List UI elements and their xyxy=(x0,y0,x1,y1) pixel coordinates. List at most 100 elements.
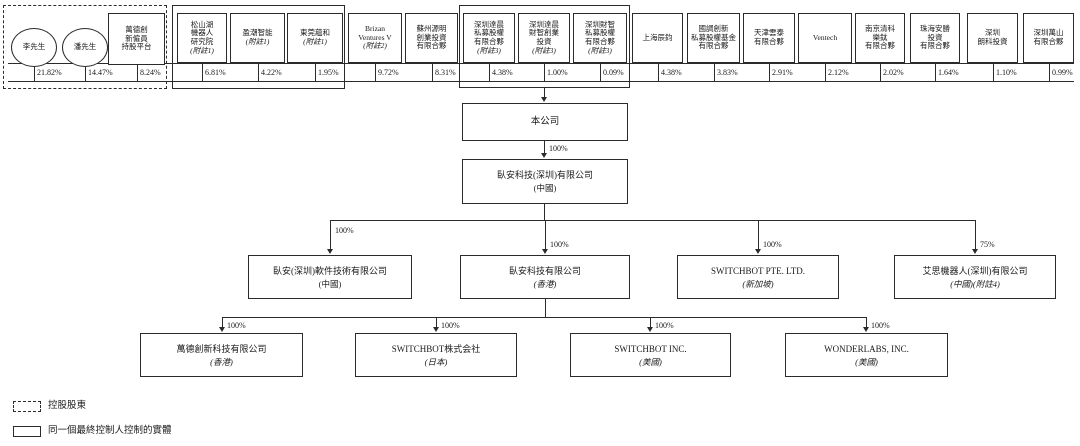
shareholder-name-line: Ventech xyxy=(812,32,838,42)
shareholder-node: 松山湖機器人研究院(附註1) xyxy=(177,13,227,63)
group-note1-entities-outline xyxy=(172,5,345,89)
percent-label: 100% xyxy=(441,321,460,330)
arrow-down-icon xyxy=(755,249,761,254)
shareholder-percent: 1.64% xyxy=(938,68,959,77)
entity-region: (新加坡) xyxy=(742,278,774,289)
shareholder-node: 東莞蘊和(附註1) xyxy=(287,13,343,63)
arrow-down-icon xyxy=(219,327,225,332)
shareholder-name-line: 朗科投資 xyxy=(977,37,1008,46)
shareholder-name-line: Brizan xyxy=(365,24,385,34)
entity-region: (香港) xyxy=(210,356,233,367)
entity-region: (中國) xyxy=(318,278,342,289)
shareholder-name-line: 天津雲泰 xyxy=(754,28,784,38)
entity-name: SWITCHBOT株式会社 xyxy=(391,343,481,354)
group-controlling-shareholders-outline xyxy=(3,5,167,89)
shareholder-name-line: 南京清科 xyxy=(865,24,895,34)
shareholder-name-line: 有限合夥 xyxy=(585,37,615,46)
entity-name: 艾思機器人(深圳)有限公司 xyxy=(922,265,1028,276)
percent-label: 75% xyxy=(980,240,995,249)
entity-name: 臥安科技有限公司 xyxy=(508,265,581,276)
ownership-line xyxy=(545,220,546,250)
ownership-line xyxy=(436,317,437,328)
shareholder-node: 深圳萬山有限合夥 xyxy=(1023,13,1074,63)
shareholder-name-line: (附註3) xyxy=(477,45,501,55)
shareholder-name-line: Ventures V xyxy=(358,32,392,42)
shareholder-name-line: 持股平台 xyxy=(121,42,152,52)
shareholder-name-line: 蘇州源明 xyxy=(416,24,447,34)
shareholder-node: 深圳朗科投資 xyxy=(967,13,1018,63)
arrow-down-icon xyxy=(647,327,653,332)
company-name: 本公司 xyxy=(530,116,560,127)
entity-name: WONDERLABS, INC. xyxy=(824,343,909,354)
group-note3-entities-outline xyxy=(459,5,630,88)
shareholder-name-line: (附註3) xyxy=(588,45,612,55)
shareholder-connector-stem xyxy=(85,67,86,82)
arrow-down-icon xyxy=(541,97,547,102)
ownership-line xyxy=(544,141,545,154)
shareholder-name-line: 深圳 xyxy=(985,28,1000,38)
entity-wonderlabs-inc-us: WONDERLABS, INC. (美國) xyxy=(785,333,948,377)
shareholder-name-line: 有限合夥 xyxy=(1033,37,1064,46)
arrow-down-icon xyxy=(863,327,869,332)
ownership-line xyxy=(758,220,759,250)
ownership-line xyxy=(975,220,976,250)
entity-region: (美國) xyxy=(639,356,662,367)
shareholder-name-line: 有限合夥 xyxy=(698,41,729,51)
shareholder-node: 珠海安勝投資有限合夥 xyxy=(910,13,960,63)
shareholder-node: 蘇州源明創業投資有限合夥 xyxy=(405,13,458,63)
shareholder-name-line: 李先生 xyxy=(22,42,46,52)
shareholder-name-line: 投資 xyxy=(927,32,943,42)
ownership-line xyxy=(222,317,223,328)
shareholder-name-line: 投資 xyxy=(536,37,552,46)
shareholder-percent: 14.47% xyxy=(88,68,113,77)
tier2-distributor-line xyxy=(330,220,975,221)
arrow-down-icon xyxy=(972,249,978,254)
percentage-band xyxy=(8,63,1074,82)
shareholder-name-line: 私募股權基金 xyxy=(691,32,736,42)
arrow-down-icon xyxy=(327,249,333,254)
shareholder-connector-stem xyxy=(489,63,490,82)
shareholder-node: 深圳達晨私募股權有限合夥(附註3) xyxy=(463,13,515,63)
shareholder-name-line: 國調創新 xyxy=(698,24,729,34)
legend-label-same-controller-entities: 同一個最終控制人控制的實體 xyxy=(48,426,172,436)
tier3-distributor-line xyxy=(222,317,866,318)
shareholder-name-line: 潘先生 xyxy=(73,42,97,52)
shareholder-name-line: 樂鈦 xyxy=(872,32,888,42)
shareholder-percent: 2.12% xyxy=(828,68,849,77)
shareholder-connector-stem xyxy=(315,63,316,82)
shareholder-node: 上海辰鈞 xyxy=(632,13,683,63)
shareholder-name-line: 有限合夥 xyxy=(920,41,950,51)
shareholder-connector-stem xyxy=(825,63,826,82)
percent-label: 100% xyxy=(549,144,568,153)
legend-solid-swatch xyxy=(13,426,41,437)
entity-region: (日本) xyxy=(424,356,448,367)
shareholder-connector-stem xyxy=(880,63,881,82)
percent-label: 100% xyxy=(655,321,674,330)
shareholder-node: Ventech xyxy=(798,13,852,63)
shareholder-name-line: 有限合夥 xyxy=(754,37,784,46)
shareholder-name-line: (附註1) xyxy=(190,45,214,55)
ownership-line xyxy=(544,204,545,220)
shareholder-node: 李先生 xyxy=(11,28,57,67)
percent-label: 100% xyxy=(763,240,782,249)
entity-region: (中國) xyxy=(533,183,557,193)
shareholder-connector-stem xyxy=(769,63,770,82)
shareholder-node: 盈潮智能(附註1) xyxy=(230,13,285,63)
shareholder-name-line: 深圳達晨 xyxy=(529,19,559,29)
shareholder-percent: 1.10% xyxy=(996,68,1017,77)
percent-label: 100% xyxy=(335,226,354,235)
shareholder-name-line: (附註1) xyxy=(303,37,327,46)
shareholder-percent: 2.02% xyxy=(883,68,904,77)
shareholder-name-line: 機器人 xyxy=(190,28,214,38)
shareholder-name-line: 創業投資 xyxy=(416,32,447,42)
shareholder-connector-stem xyxy=(1049,63,1050,82)
ownership-line xyxy=(650,317,651,328)
entity-region: (香港) xyxy=(533,278,557,289)
shareholder-percent: 4.22% xyxy=(261,68,282,77)
arrow-down-icon xyxy=(433,327,439,332)
shareholder-connector-stem xyxy=(658,63,659,82)
entity-woan-technology-hk: 臥安科技有限公司 (香港) xyxy=(460,255,630,299)
shareholder-name-line: 松山湖 xyxy=(190,19,214,29)
shareholder-node: 國調創新私募股權基金有限合夥 xyxy=(687,13,740,63)
shareholder-percent: 3.83% xyxy=(717,68,738,77)
